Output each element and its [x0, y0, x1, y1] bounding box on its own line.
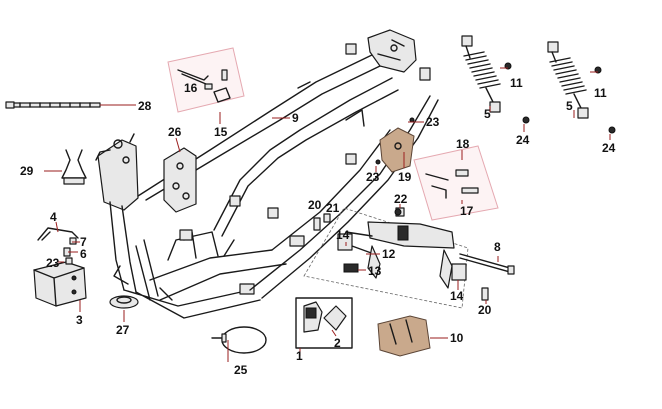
callout-5-right: 5	[566, 99, 573, 113]
part-7-clip	[69, 237, 77, 245]
callout-27: 27	[116, 323, 130, 337]
part-5-shock-left	[461, 35, 501, 113]
part-24-bolt-right	[608, 126, 616, 134]
part-29-clip	[61, 149, 87, 185]
part-4-bracket	[37, 227, 79, 241]
callout-2: 2	[334, 336, 341, 350]
part-19-bracket	[379, 127, 415, 173]
part-26-bracket	[163, 147, 197, 213]
part-20-bolt	[313, 217, 321, 231]
part-27-grommet	[109, 295, 139, 309]
callout-19: 19	[398, 170, 412, 184]
callout-22: 22	[394, 192, 408, 206]
callout-28: 28	[138, 99, 152, 113]
callout-23-c: 23	[426, 115, 440, 129]
part-group-15	[167, 47, 245, 113]
callout-14-a: 14	[336, 228, 350, 242]
part-23-bolt-c	[409, 117, 415, 123]
part-8-axle	[459, 253, 515, 275]
part-10-bracket	[377, 315, 431, 357]
callout-17: 17	[460, 204, 474, 218]
part-21-washer	[323, 213, 331, 223]
callout-11-right: 11	[594, 86, 607, 100]
part-20-bolt-b	[481, 287, 489, 301]
callout-25: 25	[234, 363, 248, 377]
main-stand-assembly	[303, 207, 469, 309]
callout-20-a: 20	[308, 198, 322, 212]
callout-8: 8	[494, 240, 501, 254]
callout-23-b: 23	[366, 170, 380, 184]
callout-6: 6	[80, 247, 87, 261]
callout-labels: 1 2 3 4 5 5 6 7 8 9 10 11 11 12 13 14 14…	[20, 76, 616, 377]
callout-15: 15	[214, 125, 228, 139]
callout-16: 16	[184, 81, 198, 95]
callout-29: 29	[20, 164, 34, 178]
callout-12: 12	[382, 247, 396, 261]
part-5-shock-right	[547, 41, 589, 119]
part-3-box	[33, 261, 87, 307]
callout-4: 4	[50, 210, 57, 224]
callout-26: 26	[168, 125, 182, 139]
part-24-bolt-left	[522, 116, 530, 124]
callout-18: 18	[456, 137, 470, 151]
part-1-stand-kit	[295, 297, 353, 349]
callout-20-b: 20	[478, 303, 492, 317]
callout-24-left: 24	[516, 133, 530, 147]
part-28-bolt	[5, 101, 101, 109]
callout-13: 13	[368, 264, 382, 278]
callout-23-a: 23	[46, 256, 60, 270]
leader-lines	[44, 67, 611, 362]
callout-5-left: 5	[484, 107, 491, 121]
part-23-bolt	[65, 257, 73, 265]
callout-3: 3	[76, 313, 83, 327]
part-23-bolt-b	[375, 159, 381, 165]
callout-9: 9	[292, 111, 299, 125]
part-25-tie	[211, 326, 267, 354]
callout-21: 21	[326, 201, 340, 215]
callout-1: 1	[296, 349, 303, 363]
callout-11-left: 11	[510, 76, 523, 90]
callout-24-right: 24	[602, 141, 616, 155]
callout-14-b: 14	[450, 289, 464, 303]
main-frame	[95, 29, 439, 319]
part-22-nut	[394, 208, 402, 216]
callout-10: 10	[450, 331, 464, 345]
part-group-18	[413, 145, 499, 221]
callout-7: 7	[80, 235, 87, 249]
